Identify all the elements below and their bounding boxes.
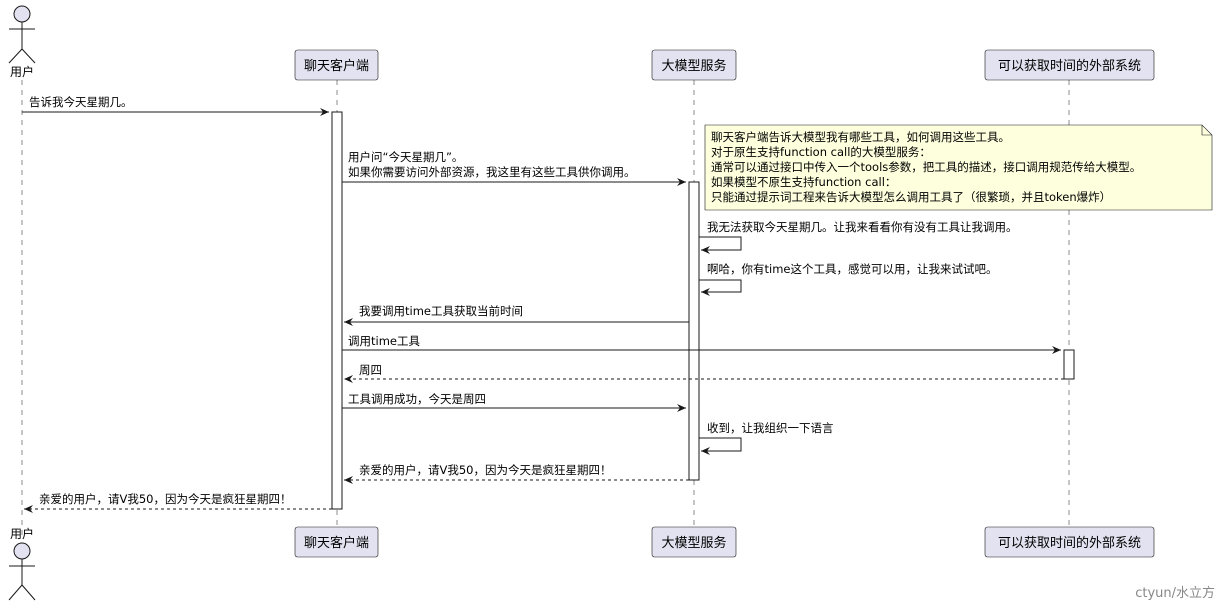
message-label: 周四 — [359, 363, 382, 377]
message-label: 收到，让我组织一下语言 — [707, 421, 834, 435]
self-message-arrow — [699, 437, 742, 455]
participant-client-bottom: 聊天客户端 — [294, 526, 379, 558]
actor-user-label: 用户 — [10, 64, 34, 79]
participant-client-label: 聊天客户端 — [304, 58, 369, 74]
actor-head-icon — [13, 5, 31, 23]
note-line: 只能通过提示词工程来告诉大模型怎么调用工具了（很繁琐，并且token爆炸） — [711, 190, 1111, 204]
watermark-text: ctyun/水立方 — [1135, 585, 1215, 601]
note-line: 通常可以通过接口中传入一个tools参数，把工具的描述，接口调用规范传给大模型。 — [711, 160, 1141, 174]
participant-external-top: 可以获取时间的外部系统 — [984, 49, 1155, 81]
message-label: 亲爱的用户，请V我50，因为今天是疯狂星期四！ — [359, 463, 612, 477]
note-line: 聊天客户端告诉大模型我有哪些工具，如何调用这些工具。 — [711, 130, 1010, 144]
participant-client-label: 聊天客户端 — [304, 535, 369, 551]
message-label: 告诉我今天星期几。 — [29, 95, 133, 109]
message-label: 工具调用成功，今天是周四 — [348, 392, 486, 406]
participant-external-label: 可以获取时间的外部系统 — [998, 58, 1141, 74]
note: 聊天客户端告诉大模型我有哪些工具，如何调用这些工具。 对于原生支持functio… — [704, 124, 1213, 211]
activation-external — [1063, 349, 1075, 380]
participant-llm-label: 大模型服务 — [661, 535, 726, 551]
message-label: 我无法获取今天星期几。让我来看看你有没有工具让我调用。 — [707, 220, 1018, 234]
participant-llm-bottom: 大模型服务 — [651, 526, 737, 558]
participant-llm-top: 大模型服务 — [651, 49, 737, 81]
message-label: 用户问“今天星期几”。 — [348, 150, 463, 164]
self-message-arrow — [699, 236, 742, 254]
actor-user-label: 用户 — [10, 526, 34, 541]
note-line: 如果模型不原生支持function call： — [711, 175, 896, 189]
actor-head-icon — [13, 542, 31, 560]
note-line: 对于原生支持function call的大模型服务： — [711, 145, 931, 159]
message-label: 如果你需要访问外部资源，我这里有这些工具供你调用。 — [348, 165, 636, 179]
message-label: 调用time工具 — [348, 334, 420, 348]
activation-llm — [688, 181, 700, 481]
actor-user-bottom: 用户 — [8, 526, 36, 601]
participant-llm-label: 大模型服务 — [661, 58, 726, 74]
self-message-arrow — [699, 279, 742, 296]
participant-external-label: 可以获取时间的外部系统 — [998, 535, 1141, 551]
activation-client — [331, 111, 343, 510]
participant-external-bottom: 可以获取时间的外部系统 — [984, 526, 1155, 558]
message-label: 亲爱的用户，请V我50，因为今天是疯狂星期四！ — [39, 492, 292, 506]
participant-client-top: 聊天客户端 — [294, 49, 379, 81]
message-label: 我要调用time工具获取当前时间 — [359, 304, 523, 318]
actor-user-top: 用户 — [8, 5, 36, 79]
message-label: 啊哈，你有time这个工具，感觉可以用，让我来试试吧。 — [707, 262, 997, 276]
